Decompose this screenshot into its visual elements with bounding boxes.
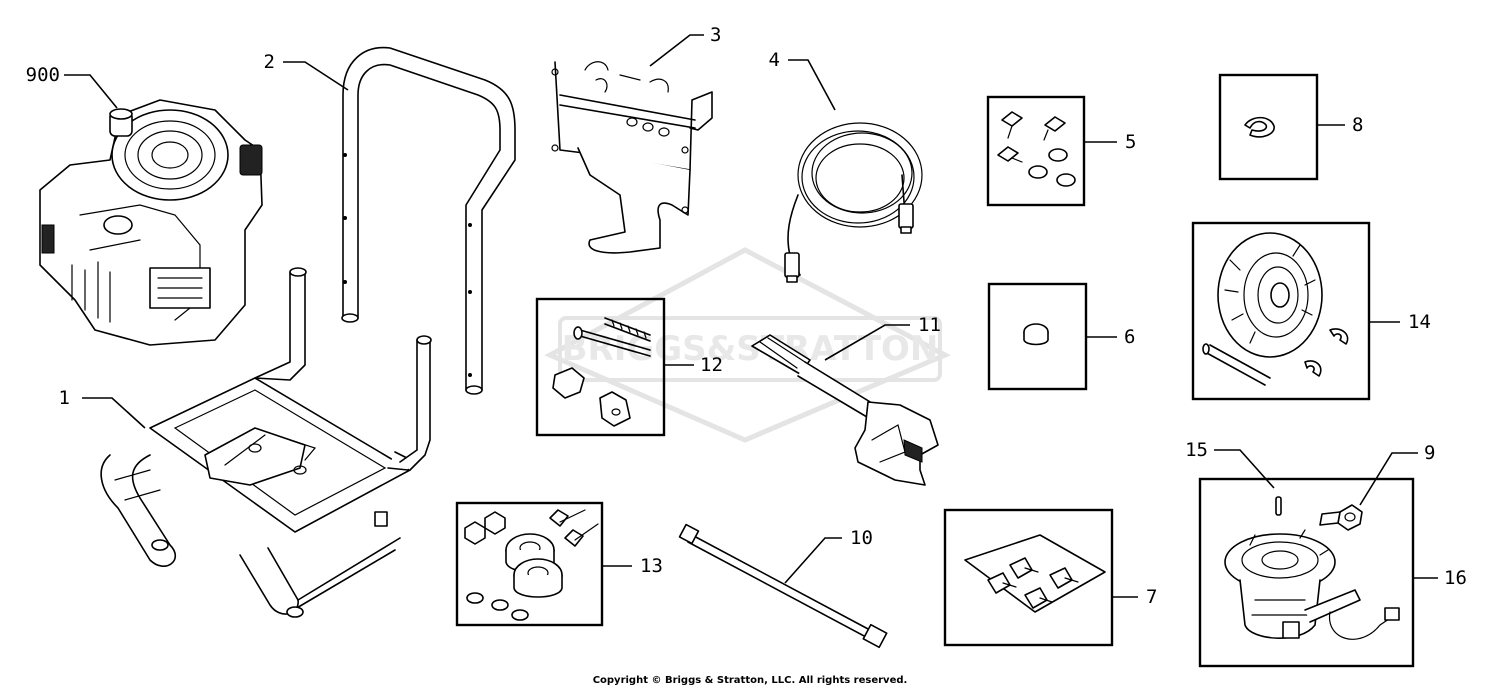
callout-14: 14 [1408,311,1431,333]
part-2-handle [341,46,516,395]
callout-3: 3 [710,24,721,46]
leader-3 [649,34,704,67]
part-13-kit-box [455,501,604,627]
callout-9: 9 [1424,442,1435,464]
callout-1: 1 [59,387,70,409]
leader-4 [788,59,836,111]
callout-labels: 900 2 3 4 5 6 8 12 11 1 14 15 9 10 13 16… [26,24,1467,608]
leader-15 [1214,449,1275,489]
callout-10: 10 [850,527,873,549]
part-6-kit-box [987,282,1088,391]
leader-1 [82,397,146,429]
brand-watermark: BRIGGS&STRATTON [544,247,951,443]
callout-12: 12 [700,354,723,376]
callout-6: 6 [1124,326,1135,348]
part-16-kit-box [1198,477,1415,668]
callout-15: 15 [1185,439,1208,461]
callout-11: 11 [918,314,941,336]
callout-7: 7 [1146,586,1157,608]
callout-2: 2 [264,51,275,73]
callout-4: 4 [769,49,780,71]
part-9-fitting [1319,504,1363,531]
part-14-kit-box [1191,221,1371,401]
leader-10 [784,537,842,584]
leader-900 [64,74,118,109]
part-900-engine [39,99,263,346]
watermark-text: BRIGGS&STRATTON [562,329,939,369]
callout-16: 16 [1444,567,1467,589]
part-4-hose [784,122,923,283]
callout-5: 5 [1125,131,1136,153]
leader-2 [283,61,349,91]
part-7-kit-box [943,508,1114,647]
part-12-kit-box [535,297,666,437]
callout-13: 13 [640,555,663,577]
part-3-bracket [551,61,713,254]
leader-9 [1359,452,1418,506]
part-8-kit-box [1218,73,1319,181]
callout-900: 900 [26,64,60,86]
callout-8: 8 [1352,114,1363,136]
part-15-pin [1275,496,1282,516]
leader-lines [64,34,1438,598]
part-5-kit-box [986,95,1086,207]
copyright-notice: Copyright © Briggs & Stratton, LLC. All … [593,675,908,686]
part-10-wand [678,523,888,649]
part-1-frame [100,267,432,618]
leader-11 [824,324,910,361]
part-11-spray-gun [751,334,939,486]
